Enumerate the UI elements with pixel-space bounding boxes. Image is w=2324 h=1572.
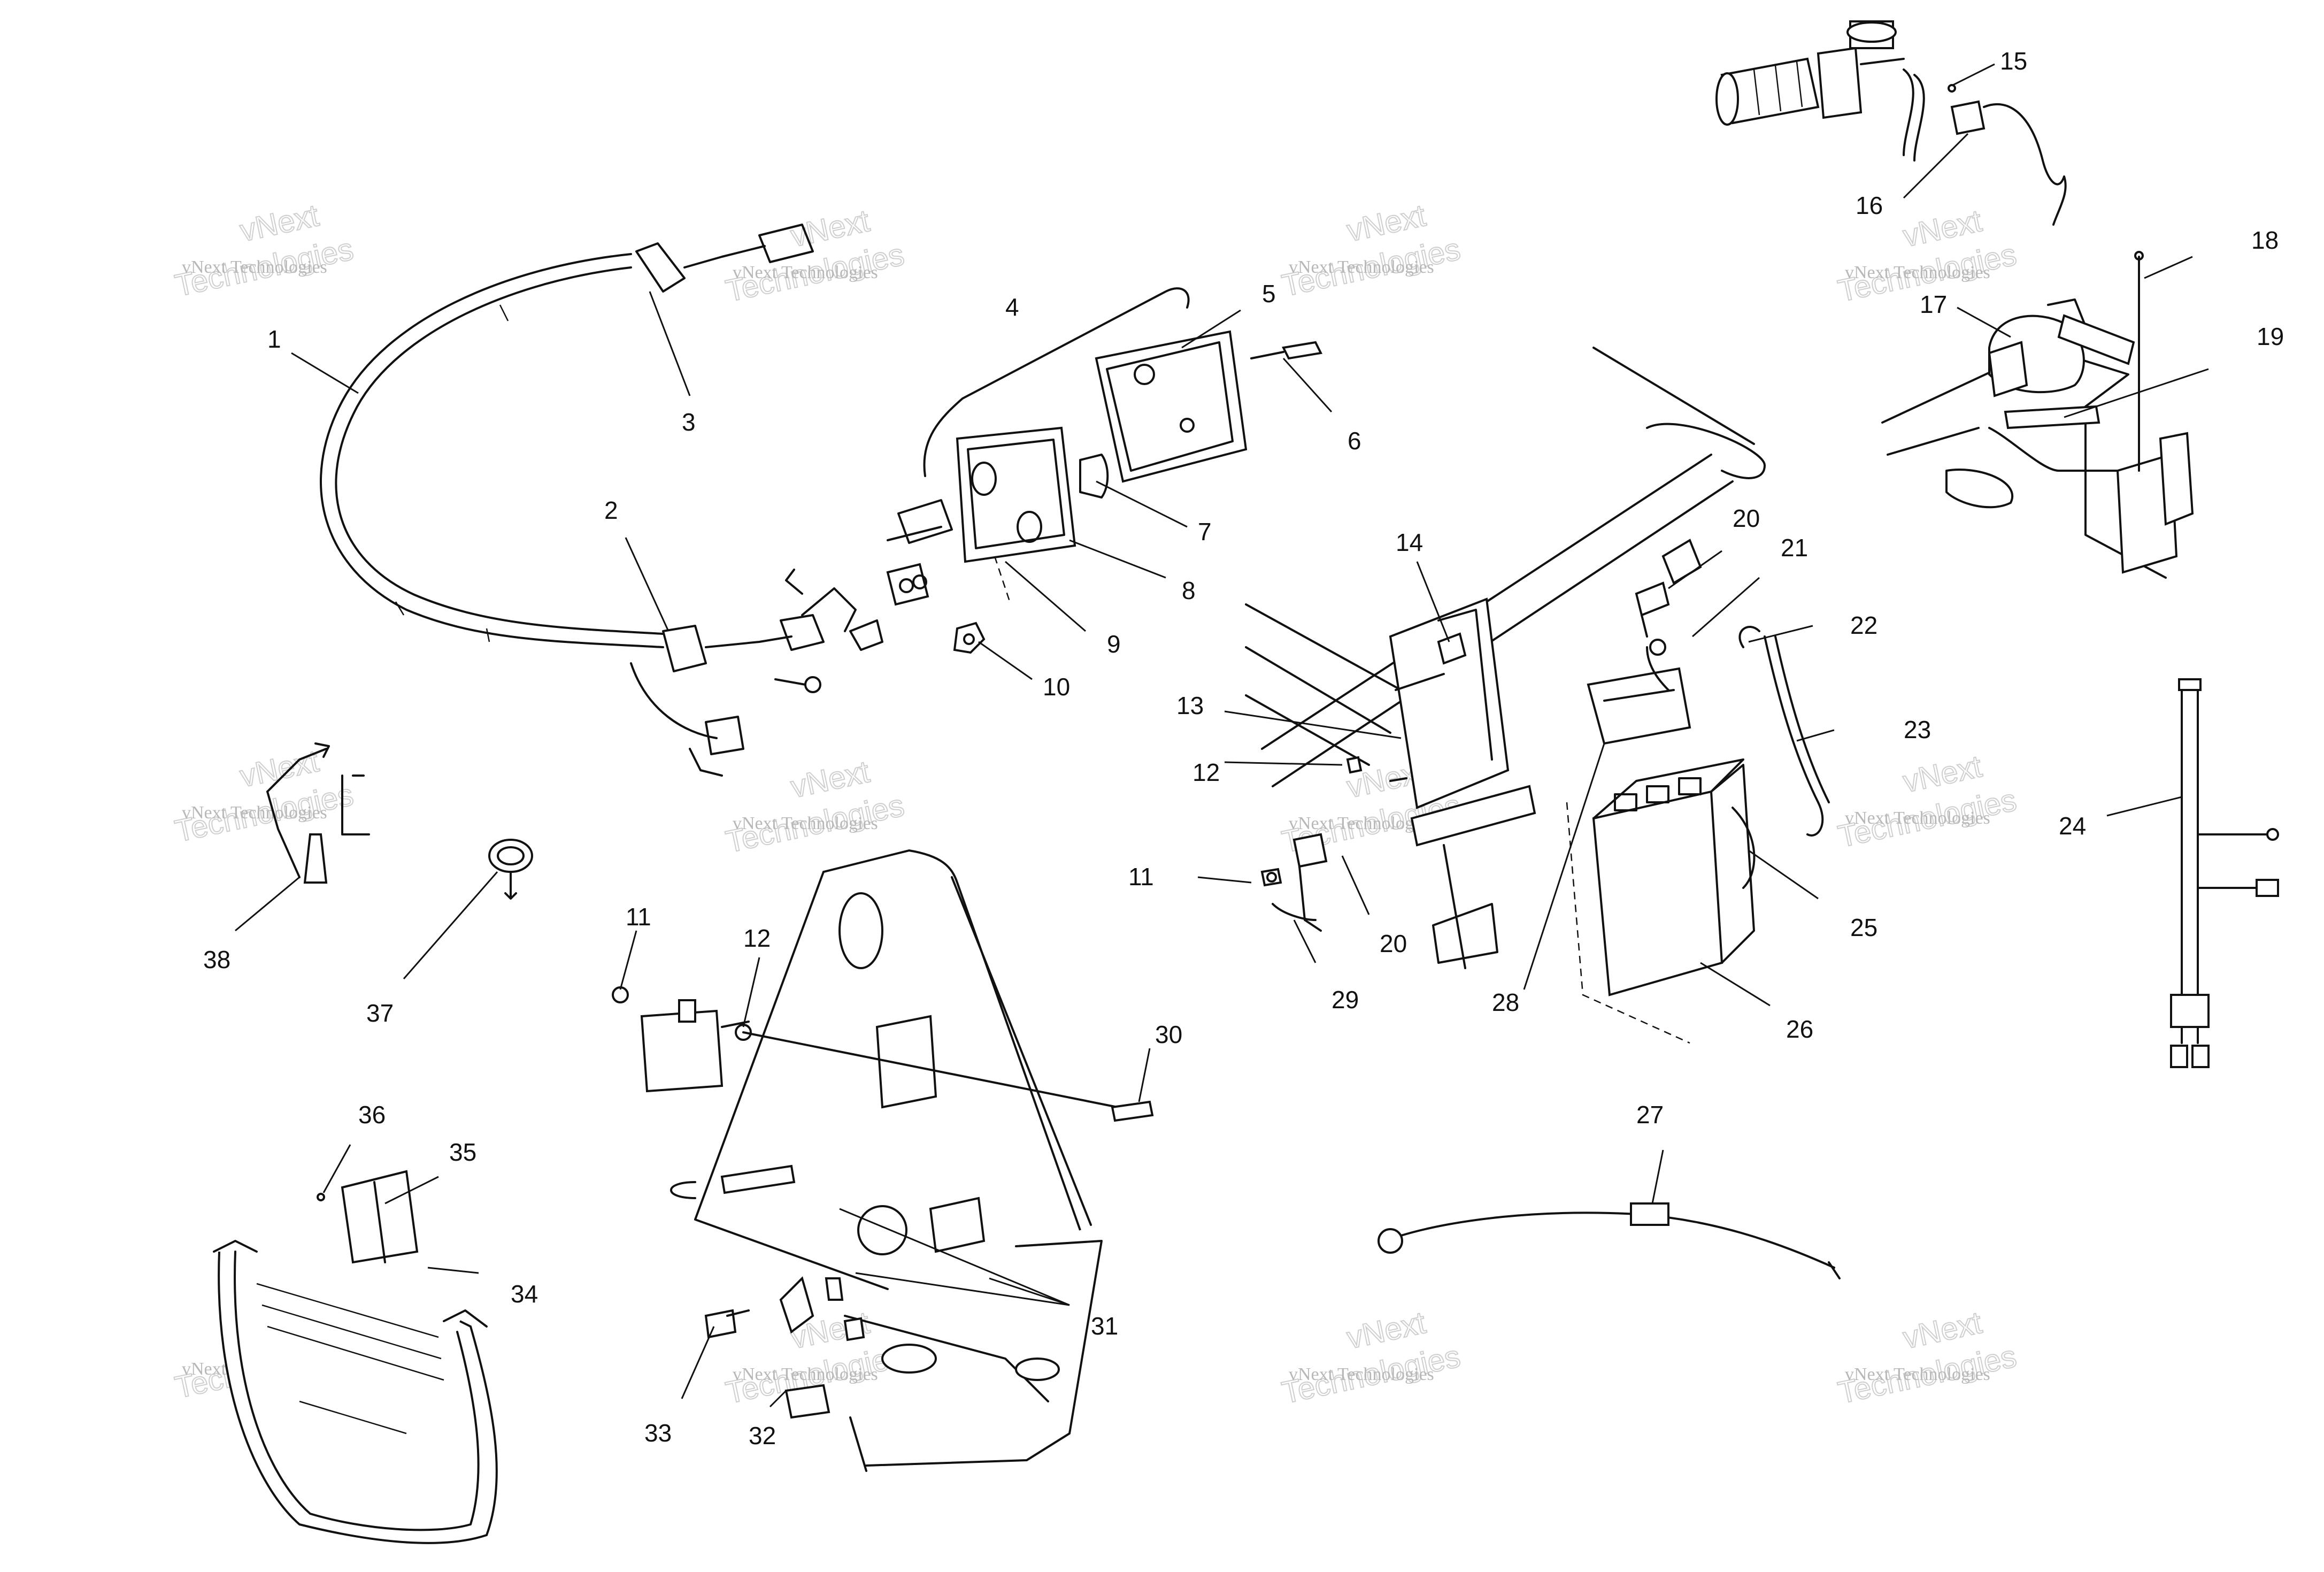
callout-14: 14	[1396, 528, 1423, 556]
callout-28: 28	[1492, 988, 1519, 1016]
callout-labels: 1 2 3 4 5 6 7 8 9 10 11 12 13 14 15 16 1…	[203, 47, 2284, 1450]
callout-25: 25	[1850, 914, 1877, 941]
callout-16: 16	[1856, 191, 1883, 219]
callout-18: 18	[2251, 226, 2279, 254]
ground-cable	[1378, 1202, 1841, 1279]
callout-13: 13	[1176, 692, 1204, 719]
callout-9: 9	[1107, 630, 1121, 658]
watermark-text: vNext Technologies	[1289, 814, 1434, 833]
callout-38: 38	[203, 946, 230, 973]
callout-32: 32	[749, 1422, 776, 1450]
callout-30: 30	[1155, 1021, 1182, 1048]
callout-19: 19	[2257, 323, 2284, 350]
clip-and-grommet	[266, 742, 533, 900]
callout-10: 10	[1043, 673, 1070, 701]
callout-27: 27	[1636, 1101, 1664, 1129]
callout-12-frame: 12	[1192, 758, 1220, 786]
callout-23: 23	[1904, 716, 1931, 743]
callout-29: 29	[1332, 986, 1359, 1014]
callout-11-mount: 11	[626, 903, 651, 931]
watermark-text: vNext Technologies	[1289, 257, 1434, 277]
callout-5: 5	[1262, 280, 1276, 308]
callout-31: 31	[1091, 1312, 1118, 1340]
watermark-text: vNext Technologies	[1845, 263, 1990, 282]
mounting-bracket	[612, 849, 1154, 1472]
frame-and-battery	[1245, 347, 1830, 1044]
callout-1: 1	[267, 325, 281, 353]
callout-12-mount: 12	[743, 924, 771, 952]
callout-21: 21	[1781, 534, 1808, 562]
watermark-text: vNext Technologies	[1289, 1364, 1434, 1384]
callout-17: 17	[1920, 290, 1947, 318]
callout-6: 6	[1348, 427, 1361, 455]
leader-lines	[235, 63, 2209, 1408]
callout-4: 4	[1005, 293, 1019, 321]
callout-26: 26	[1786, 1015, 1813, 1043]
watermark-text: vNext Technologies	[182, 257, 327, 277]
watermark-text: vNext Technologies	[182, 803, 327, 823]
watermark-text: vNext Technologies	[733, 814, 878, 833]
callout-36: 36	[358, 1101, 386, 1129]
callout-20-lower: 20	[1380, 930, 1407, 957]
callout-34: 34	[511, 1280, 538, 1308]
tail-light-assembly	[886, 287, 1322, 654]
sub-harness	[2170, 678, 2279, 1068]
callout-22: 22	[1850, 611, 1877, 639]
callout-7: 7	[1198, 518, 1212, 546]
callout-24: 24	[2059, 812, 2086, 840]
callout-35: 35	[449, 1138, 476, 1166]
callout-8: 8	[1182, 577, 1196, 604]
callout-2: 2	[604, 496, 618, 524]
watermark-text: vNext Technologies	[733, 263, 878, 282]
wire-harness	[320, 224, 883, 777]
callout-3: 3	[682, 408, 696, 436]
watermark-text: vNext Technologies	[1845, 808, 1990, 828]
callout-33: 33	[644, 1419, 672, 1447]
callout-15: 15	[2000, 47, 2027, 75]
horn-assembly	[1881, 251, 2194, 579]
handlebar-control	[1715, 20, 2067, 226]
callout-20-upper: 20	[1733, 504, 1760, 532]
grab-handle	[213, 1170, 498, 1544]
watermark-text: vNext Technologies	[1845, 1364, 1990, 1384]
callout-11-frame: 11	[1128, 863, 1154, 891]
callout-37: 37	[366, 999, 394, 1027]
watermark-text: vNext Technologies	[733, 1364, 878, 1384]
